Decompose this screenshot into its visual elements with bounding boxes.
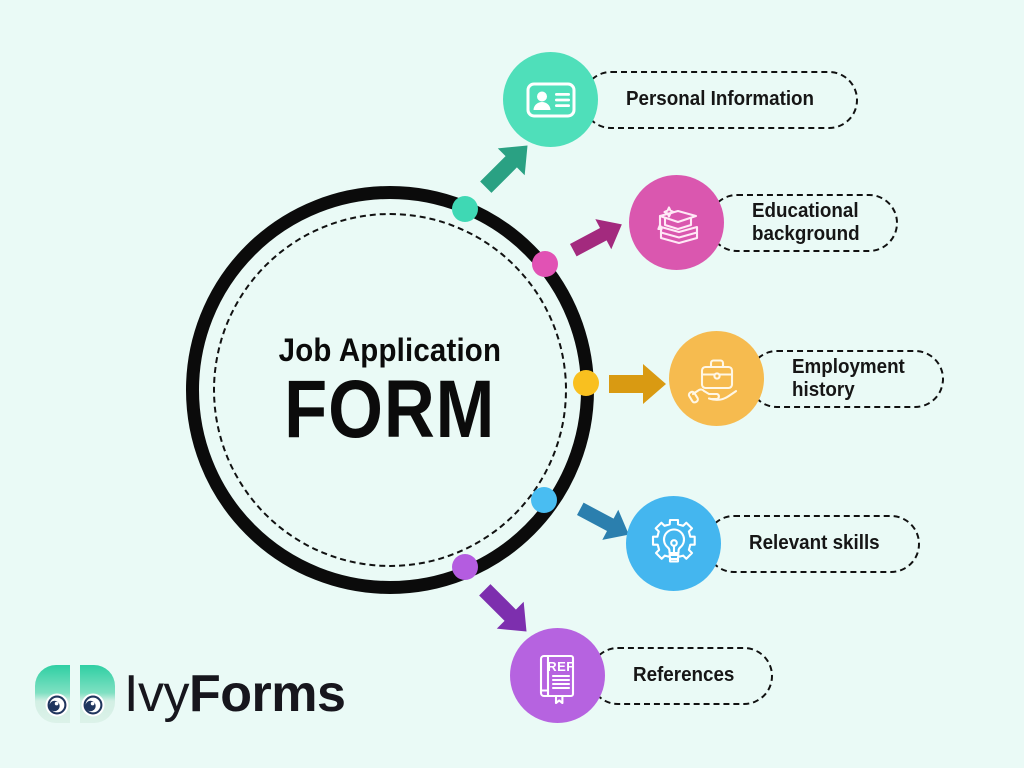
label-pill-personal-information: Personal Information: [582, 70, 859, 129]
arrow-educational-background: [569, 219, 622, 257]
lightbulb-gear-icon: [651, 518, 696, 562]
badge-references[interactable]: REF: [510, 628, 605, 723]
item-relevant-skills[interactable]: Relevant skills: [626, 496, 920, 591]
item-employment-history[interactable]: Employment history: [669, 331, 945, 426]
node-dot-references[interactable]: [452, 554, 478, 580]
hub-title-line-2: FORM: [284, 363, 496, 455]
hand-briefcase-icon: [687, 358, 737, 403]
node-dot-employment-history[interactable]: [573, 370, 599, 396]
hub-title-line-1: Job Application: [278, 331, 502, 368]
badge-relevant-skills[interactable]: [626, 496, 721, 591]
node-dot-relevant-skills[interactable]: [531, 487, 557, 513]
ivyforms-logo[interactable]: IvyForms: [34, 661, 346, 727]
item-references[interactable]: REF References: [510, 628, 773, 723]
ivy-leaves-logo-icon: [35, 665, 115, 723]
graduation-books-icon: [656, 205, 698, 244]
svg-text:REF: REF: [547, 659, 575, 674]
label-relevant-skills: Relevant skills: [749, 532, 880, 555]
arrow-employment-history: [609, 364, 666, 404]
badge-educational-background[interactable]: [629, 175, 724, 270]
label-educational-background: Educational background: [752, 200, 860, 245]
badge-employment-history[interactable]: [669, 331, 764, 426]
node-dot-personal-information[interactable]: [452, 196, 478, 222]
hub-title-group: Job Application FORM: [186, 186, 594, 594]
central-hub: Job Application FORM: [186, 186, 594, 594]
arrow-personal-information: [480, 145, 528, 193]
logo-wordmark: IvyForms: [124, 664, 346, 724]
logo-name-light: Ivy: [124, 665, 189, 723]
label-pill-employment-history: Employment history: [748, 349, 945, 408]
label-references: References: [633, 664, 735, 687]
item-personal-information[interactable]: Personal Information: [503, 52, 859, 147]
badge-personal-information[interactable]: [503, 52, 598, 147]
label-personal-information: Personal Information: [626, 88, 815, 111]
item-educational-background[interactable]: Educational background: [629, 175, 899, 270]
logo-name-bold: Forms: [188, 665, 346, 723]
label-employment-history: Employment history: [792, 356, 905, 401]
hub-dashed-circle: [213, 213, 567, 567]
id-card-icon: [526, 82, 575, 117]
label-pill-relevant-skills: Relevant skills: [705, 514, 920, 573]
arrow-relevant-skills: [576, 502, 629, 540]
reference-book-icon: REF: [539, 654, 575, 704]
node-dot-educational-background[interactable]: [532, 251, 558, 277]
arrow-references: [479, 584, 527, 632]
label-pill-references: References: [589, 646, 773, 705]
label-pill-educational-background: Educational background: [708, 193, 899, 252]
